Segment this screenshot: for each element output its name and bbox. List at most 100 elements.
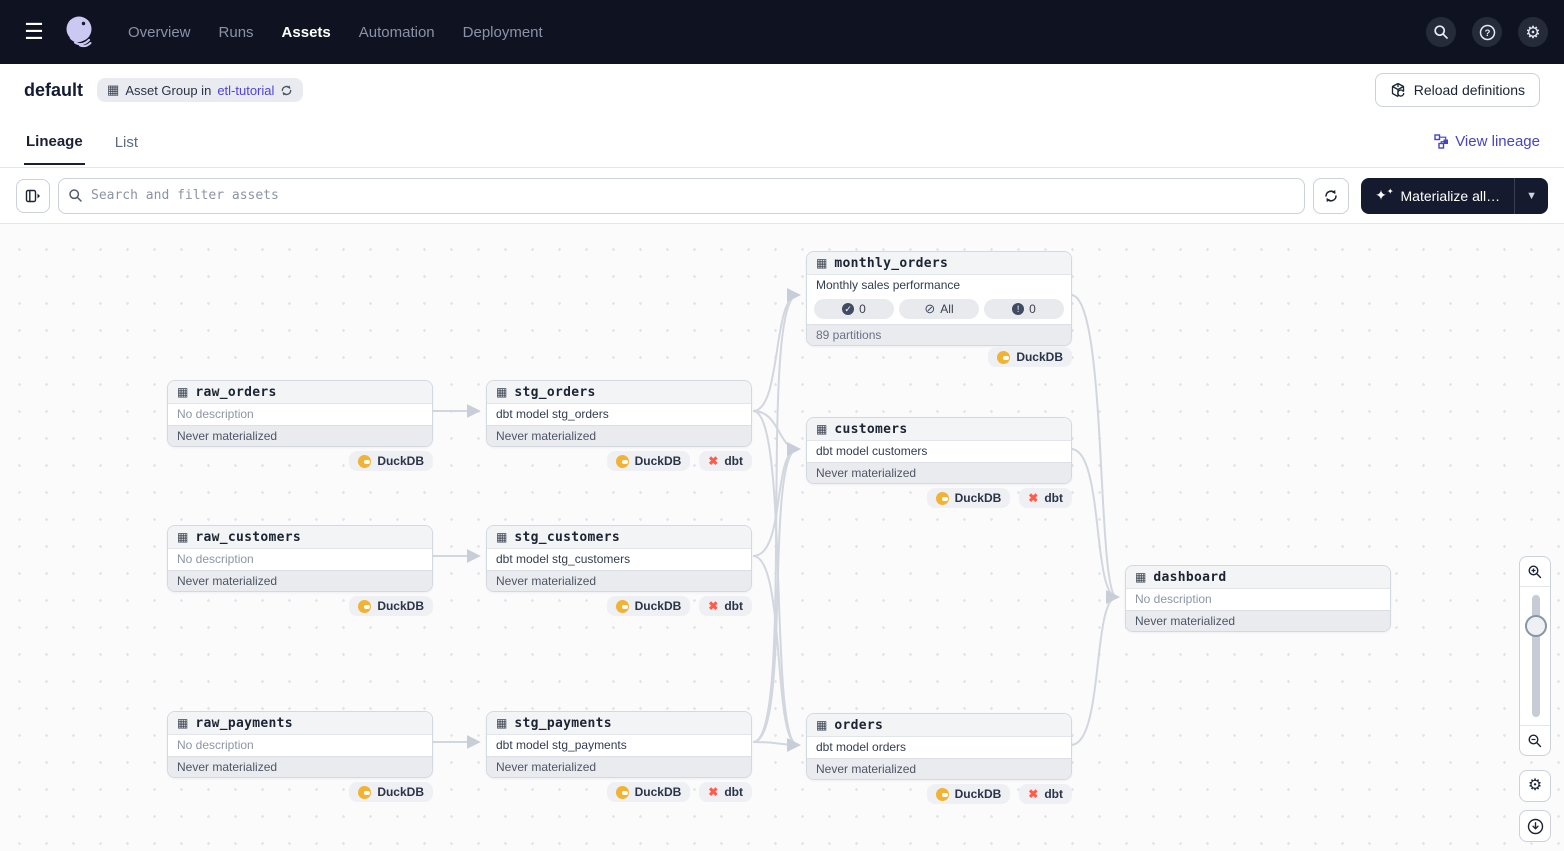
table-icon: ▦ — [107, 82, 120, 97]
asset-name: orders — [834, 717, 884, 733]
dbt-icon: ✖ — [1028, 491, 1039, 505]
duckdb-badge[interactable]: DuckDB — [606, 782, 691, 802]
graph-settings-button[interactable]: ⚙ — [1519, 770, 1551, 802]
refresh-button[interactable] — [1313, 177, 1350, 214]
search-icon[interactable] — [1426, 17, 1456, 47]
view-lineage-link[interactable]: View lineage — [1434, 133, 1540, 150]
code-location-cube-icon — [1391, 82, 1405, 98]
asset-description: No description — [168, 549, 432, 570]
exclaim-circle-icon: ! — [1012, 303, 1025, 315]
edge-monthly_orders-to-dashboard — [1070, 294, 1120, 604]
zoom-slider-track[interactable] — [1532, 595, 1540, 717]
edge-stg_orders-to-monthly_orders — [752, 288, 801, 412]
materialize-split-button: ✦✦ Materialize all… ▼ — [1361, 177, 1548, 214]
asset-status: Never materialized — [487, 756, 751, 777]
duckdb-icon — [615, 454, 629, 468]
duckdb-badge[interactable]: DuckDB — [606, 596, 691, 616]
dagster-logo-icon[interactable] — [60, 12, 100, 52]
asset-description: No description — [168, 735, 432, 756]
download-icon — [1527, 818, 1543, 834]
dbt-icon: ✖ — [1028, 787, 1039, 801]
table-icon: ▦ — [177, 385, 189, 399]
zoom-out-button[interactable] — [1520, 725, 1550, 755]
settings-gear-icon[interactable]: ⚙ — [1518, 17, 1548, 47]
zoom-slider[interactable] — [1520, 587, 1550, 725]
help-icon[interactable]: ? — [1472, 17, 1502, 47]
duckdb-badge[interactable]: DuckDB — [926, 488, 1011, 508]
dbt-icon: ✖ — [708, 599, 719, 613]
expand-sidebar-button[interactable] — [16, 178, 50, 213]
duckdb-badge[interactable]: DuckDB — [988, 347, 1072, 367]
nav-item-assets[interactable]: Assets — [281, 23, 331, 41]
duckdb-badge[interactable]: DuckDB — [606, 451, 691, 471]
partition-pill[interactable]: ⊘All — [899, 299, 979, 319]
graph-settings-gear-icon: ⚙ — [1527, 777, 1543, 794]
duckdb-badge[interactable]: DuckDB — [349, 451, 433, 471]
zoom-controls — [1519, 556, 1551, 756]
reload-definitions-button[interactable]: Reload definitions — [1374, 73, 1540, 107]
slash-circle-icon: ⊘ — [924, 301, 936, 316]
download-view-button[interactable] — [1519, 810, 1551, 842]
tabs-bar: Lineage List View lineage — [0, 116, 1564, 168]
zoom-out-icon — [1528, 733, 1542, 747]
asset-name: stg_customers — [514, 529, 620, 545]
nav-item-automation[interactable]: Automation — [358, 23, 435, 41]
duckdb-icon — [935, 787, 949, 801]
asset-description: No description — [1126, 589, 1390, 610]
asset-status: Never materialized — [807, 758, 1071, 779]
duckdb-badge[interactable]: DuckDB — [926, 784, 1011, 804]
nav-item-runs[interactable]: Runs — [218, 23, 254, 41]
search-input[interactable] — [58, 177, 1306, 214]
asset-status: Never materialized — [807, 462, 1071, 483]
asset-status: Never materialized — [1126, 610, 1390, 631]
duckdb-badge[interactable]: DuckDB — [349, 596, 433, 616]
nav-item-deployment[interactable]: Deployment — [462, 23, 543, 41]
search-input-icon — [69, 188, 82, 202]
hamburger-menu-icon[interactable]: ☰ — [24, 19, 44, 44]
asset-status: Never materialized — [487, 425, 751, 446]
asset-name: monthly_orders — [834, 255, 949, 271]
materialize-dropdown-caret[interactable]: ▼ — [1514, 177, 1548, 214]
asset-group-badge-text: Asset Group in — [125, 82, 212, 98]
asset-badge-row-stg_orders: DuckDB ✖dbt — [486, 451, 752, 471]
edge-orders-to-dashboard — [1070, 590, 1120, 746]
dbt-badge[interactable]: ✖dbt — [1019, 784, 1072, 804]
sync-icon[interactable] — [280, 84, 293, 97]
tab-lineage[interactable]: Lineage — [24, 118, 85, 165]
dbt-badge[interactable]: ✖dbt — [699, 451, 752, 471]
partition-pill[interactable]: ✓0 — [814, 299, 894, 319]
table-icon: ▦ — [816, 718, 828, 732]
tab-list[interactable]: List — [114, 134, 139, 151]
zoom-slider-handle[interactable] — [1525, 615, 1547, 637]
partition-pill[interactable]: !0 — [984, 299, 1064, 319]
materialize-all-button[interactable]: ✦✦ Materialize all… — [1375, 187, 1501, 204]
dbt-badge[interactable]: ✖dbt — [1019, 488, 1072, 508]
sparkle-icon: ✦✦ — [1375, 187, 1394, 203]
asset-badge-row-stg_customers: DuckDB ✖dbt — [486, 596, 752, 616]
zoom-in-button[interactable] — [1520, 557, 1550, 587]
dbt-badge[interactable]: ✖dbt — [699, 596, 752, 616]
asset-badge-row-stg_payments: DuckDB ✖dbt — [486, 782, 752, 802]
nav-item-overview[interactable]: Overview — [128, 23, 191, 41]
asset-description: Monthly sales performance — [807, 275, 1071, 296]
table-icon: ▦ — [177, 530, 189, 544]
duckdb-badge[interactable]: DuckDB — [349, 782, 433, 802]
dbt-badge[interactable]: ✖dbt — [699, 782, 752, 802]
navbar-actions: ? ⚙ — [1426, 17, 1548, 47]
etl-tutorial-link[interactable]: etl-tutorial — [217, 82, 275, 98]
panel-expand-icon — [25, 189, 40, 202]
table-icon: ▦ — [496, 385, 508, 399]
asset-description: dbt model stg_customers — [487, 549, 751, 570]
duckdb-icon — [935, 491, 949, 505]
